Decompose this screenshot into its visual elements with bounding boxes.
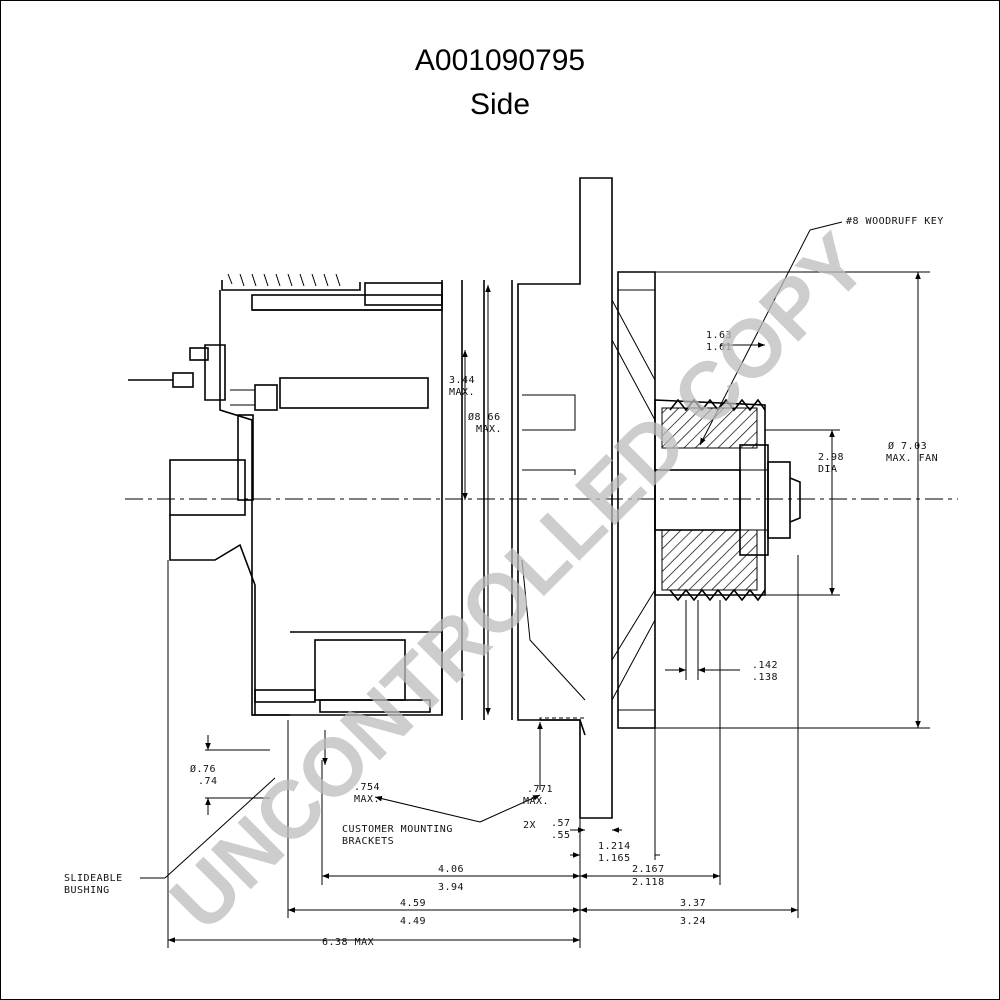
dim-4-06: 4.06 [438,864,464,875]
dimension-labels: #8 WOODRUFF KEY 1.63 1.61 3.44 MAX. Ø8.6… [64,216,944,948]
dim-7-03-fan: MAX. FAN [886,453,938,464]
dim-7-03: Ø 7.03 [888,440,927,452]
uncontrolled-copy-watermark: UNCONTROLLED COPY [153,217,884,948]
dim-3-24: 3.24 [680,916,706,927]
dim-1-61: 1.61 [706,342,732,353]
dim-2-167: 2.167 [632,864,665,875]
view-title: Side [469,88,531,121]
shaft-nut [654,444,801,556]
dim-0-55: .55 [551,830,571,841]
woodruff-key-label: #8 WOODRUFF KEY [846,216,944,227]
slideable-bushing-label-1: SLIDEABLE [64,873,123,884]
dim-0-76: Ø.76 [190,763,216,775]
dim-754: .754 [354,782,380,793]
front-housing [517,177,613,819]
dim-3-94: 3.94 [438,882,464,893]
dim-771: .771 [527,784,553,795]
dim-1-214: 1.214 [598,841,631,852]
dim-2-118: 2.118 [632,877,665,888]
dim-3-44: 3.44 [449,375,475,386]
dim-138: .138 [752,672,778,683]
dim-4-49: 4.49 [400,916,426,927]
stator-body [252,280,513,720]
dim-6-38-max: 6.38 MAX [322,937,374,948]
dim-2-98-dia: DIA [818,464,838,475]
dim-8-66-max: MAX. [476,424,502,435]
dim-0-74: .74 [198,776,218,787]
dim-2-98: 2.98 [818,452,844,463]
dim-3-44-max: MAX. [449,387,475,398]
dim-1-165: 1.165 [598,853,631,864]
dim-0-57: .57 [551,818,571,829]
customer-brackets-label-2: BRACKETS [342,836,394,847]
dim-1-63: 1.63 [706,330,732,341]
part-number-title: A001090795 [414,44,586,77]
dim-4-59: 4.59 [400,898,426,909]
customer-brackets-label-1: CUSTOMER MOUNTING [342,824,453,835]
dim-8-66: Ø8.66 [468,411,501,423]
dimension-lines [140,221,930,948]
dim-771-max: MAX. [523,796,549,807]
dim-2x: 2X [523,820,536,831]
dim-754-max: MAX. [354,794,380,805]
dim-142: .142 [752,660,778,671]
slideable-bushing-label-2: BUSHING [64,885,110,896]
dim-3-37: 3.37 [680,898,706,909]
